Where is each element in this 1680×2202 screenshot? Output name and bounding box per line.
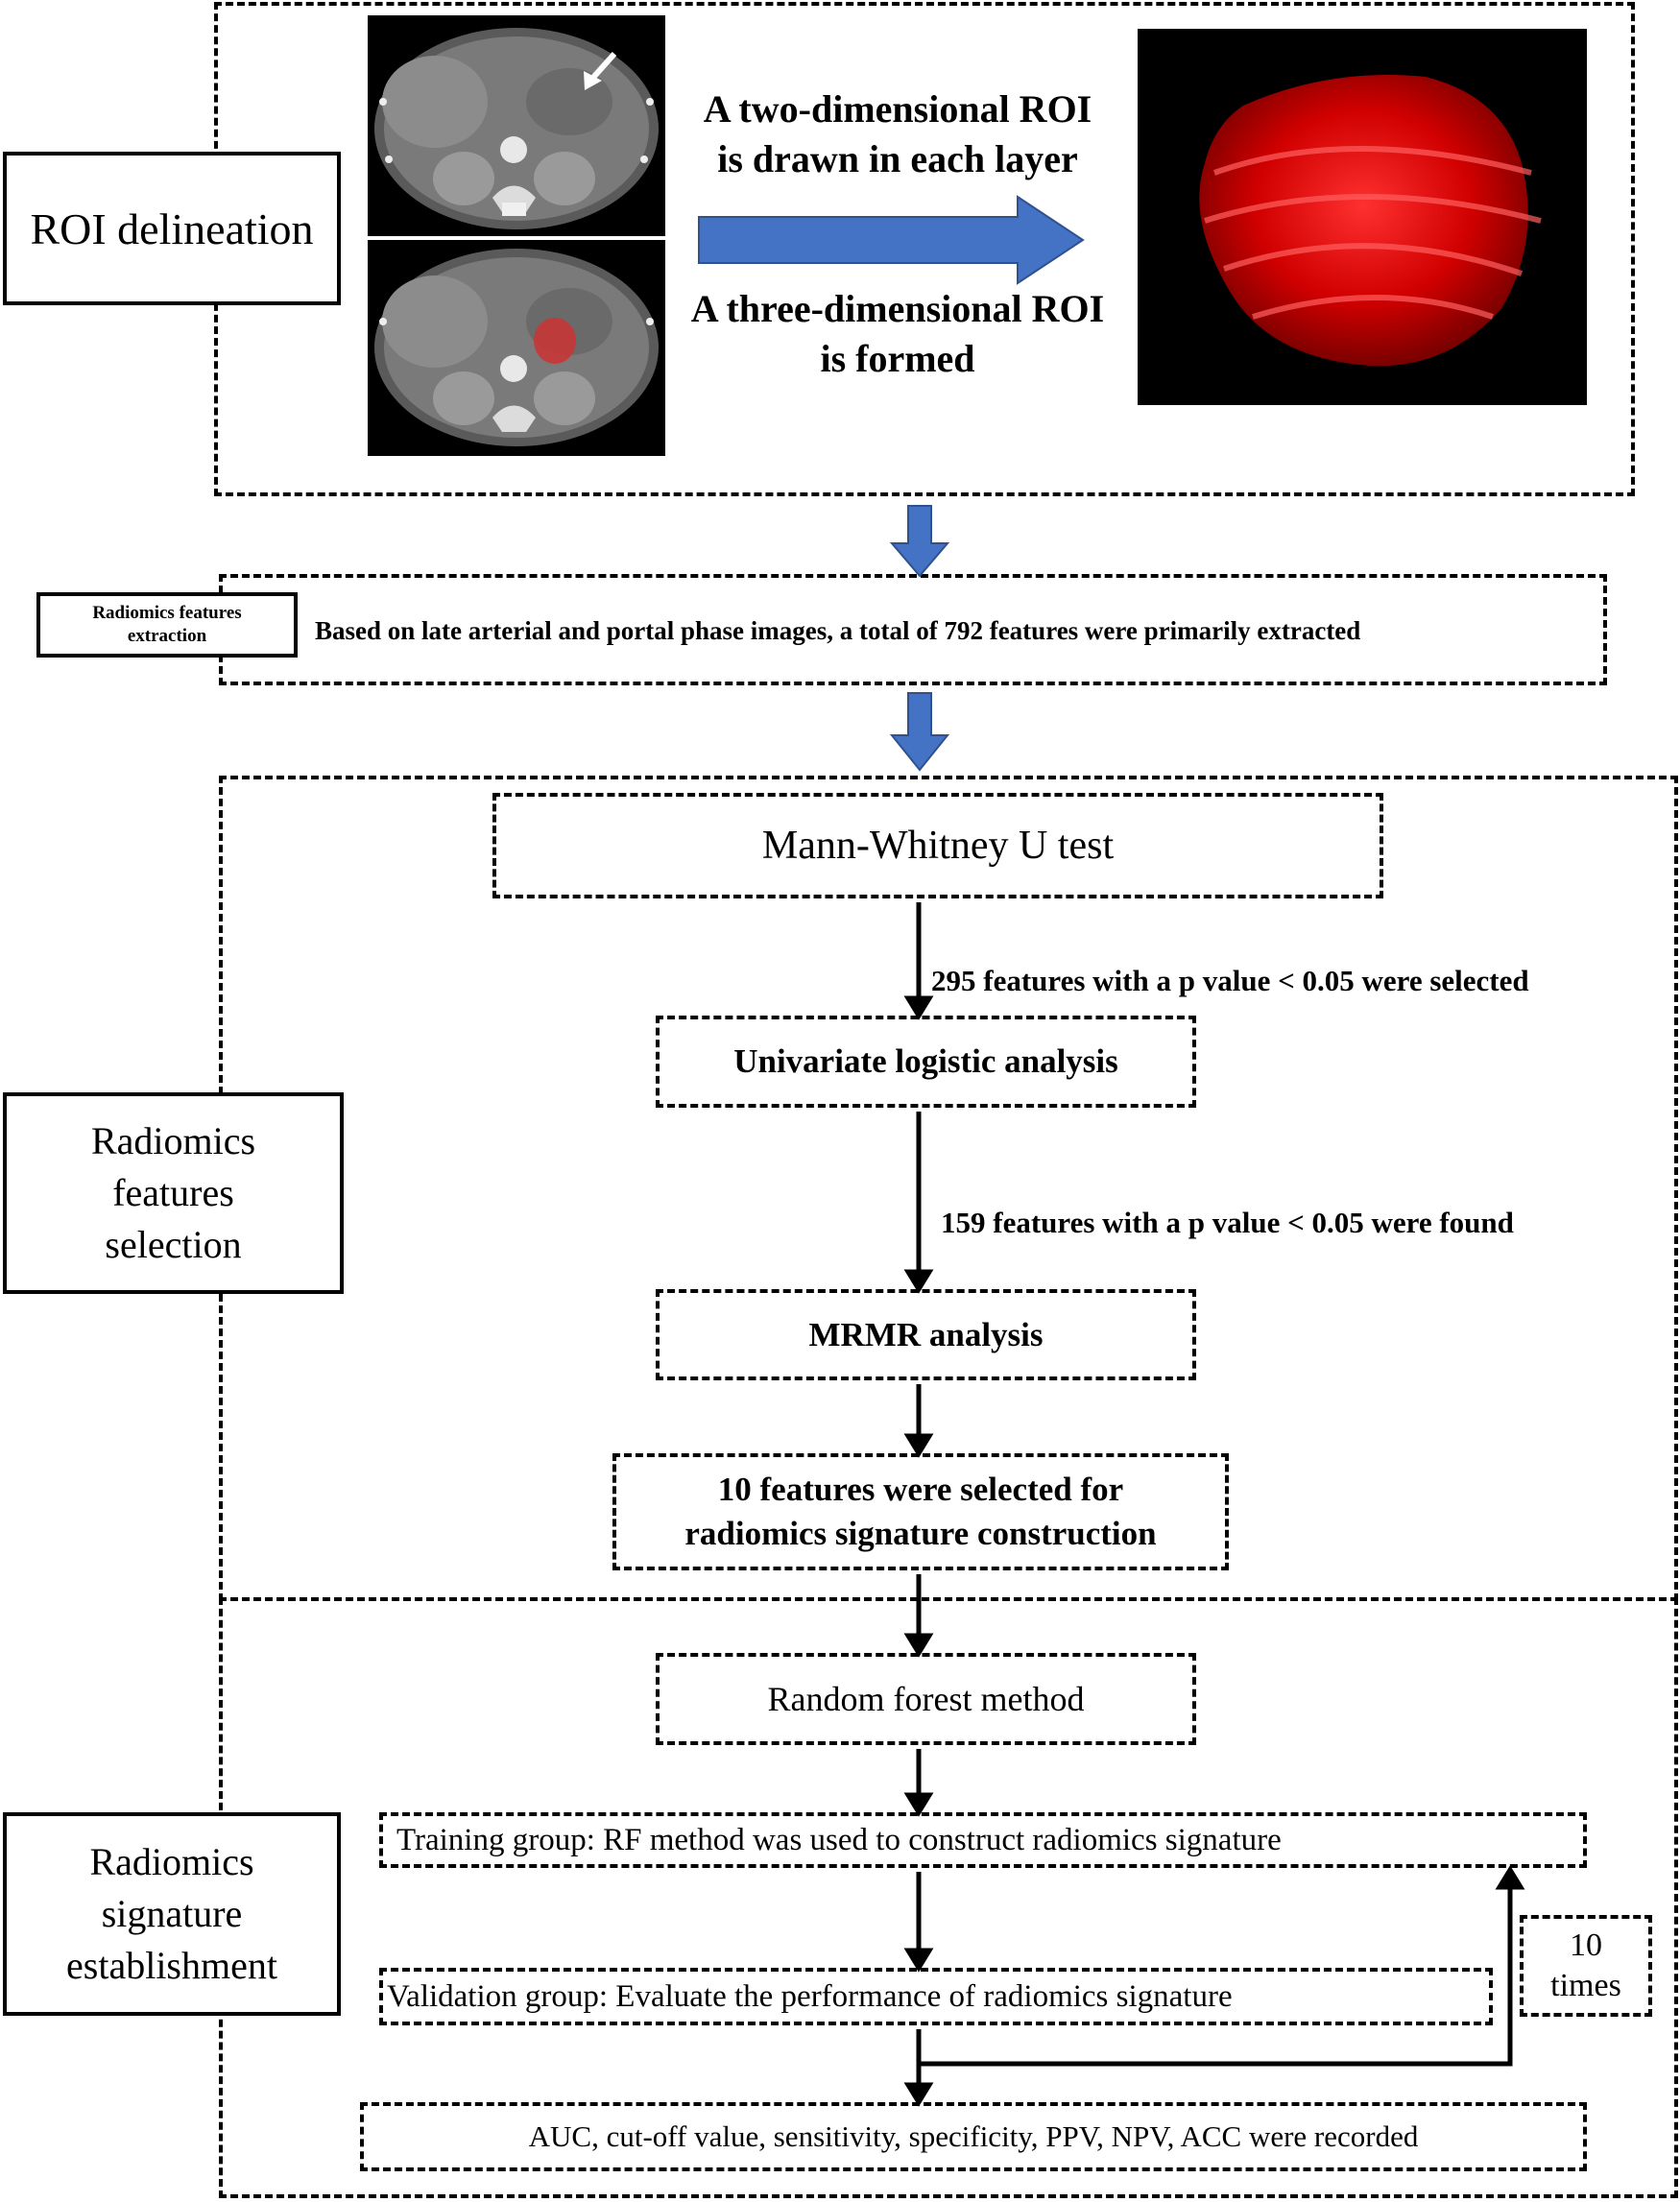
univariate-box: Univariate logistic analysis — [656, 1016, 1196, 1108]
note-159: 159 features with a p value < 0.05 were … — [941, 1206, 1514, 1239]
note-295: 295 features with a p value < 0.05 were … — [931, 964, 1529, 997]
loop-times-box: 10 times — [1520, 1915, 1652, 2017]
validation-box: Validation group: Evaluate the performan… — [379, 1968, 1493, 2025]
blue-down-arrow-2 — [889, 692, 950, 772]
roi-blue-arrow — [698, 195, 1085, 285]
ten-features-box: 10 features were selected for radiomics … — [612, 1453, 1229, 1570]
roi-caption-bottom: A three-dimensional ROI is formed — [690, 287, 1105, 380]
roi-caption-top: A two-dimensional ROI is drawn in each l… — [703, 87, 1092, 180]
loop-back-line — [919, 1883, 1513, 2067]
selection-label: Radiomics features selection — [3, 1092, 344, 1294]
training-box: Training group: RF method was used to co… — [379, 1812, 1587, 1868]
roi-3d-render — [1138, 29, 1587, 405]
random-forest-box: Random forest method — [656, 1653, 1196, 1745]
extraction-text: Based on late arterial and portal phase … — [315, 616, 1361, 645]
ct-scan-original — [368, 15, 665, 236]
roi-delineation-label: ROI delineation — [3, 152, 341, 305]
metrics-box: AUC, cut-off value, sensitivity, specifi… — [360, 2102, 1587, 2171]
signature-label: Radiomics signature establishment — [3, 1812, 341, 2016]
ct-scan-roi — [368, 240, 665, 456]
mann-whitney-box: Mann-Whitney U test — [492, 793, 1383, 898]
mrmr-box: MRMR analysis — [656, 1289, 1196, 1380]
extraction-label: Radiomics features extraction — [36, 592, 298, 658]
blue-down-arrow-1 — [889, 505, 950, 578]
